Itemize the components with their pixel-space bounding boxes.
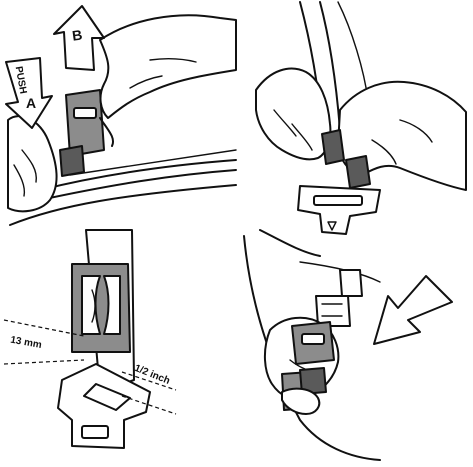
- arrow-a-letter: A: [26, 95, 36, 111]
- panel-bottom-left: 13 mm 1/2 inch: [4, 230, 176, 448]
- arrow-b: B: [54, 6, 104, 70]
- chest-clip: [72, 264, 130, 352]
- buckle-plate-top-right: [298, 186, 380, 234]
- insert-arrow: [374, 276, 452, 344]
- buckle-tongue: [60, 90, 104, 176]
- panel-bottom-right: [244, 230, 452, 460]
- panel-top-left: B PUSH A: [6, 6, 236, 225]
- harness-buckle: [316, 270, 362, 326]
- label-13mm: 13 mm: [9, 335, 42, 351]
- panel-top-right: [256, 2, 466, 234]
- label-half-inch: 1/2 inch: [133, 363, 172, 387]
